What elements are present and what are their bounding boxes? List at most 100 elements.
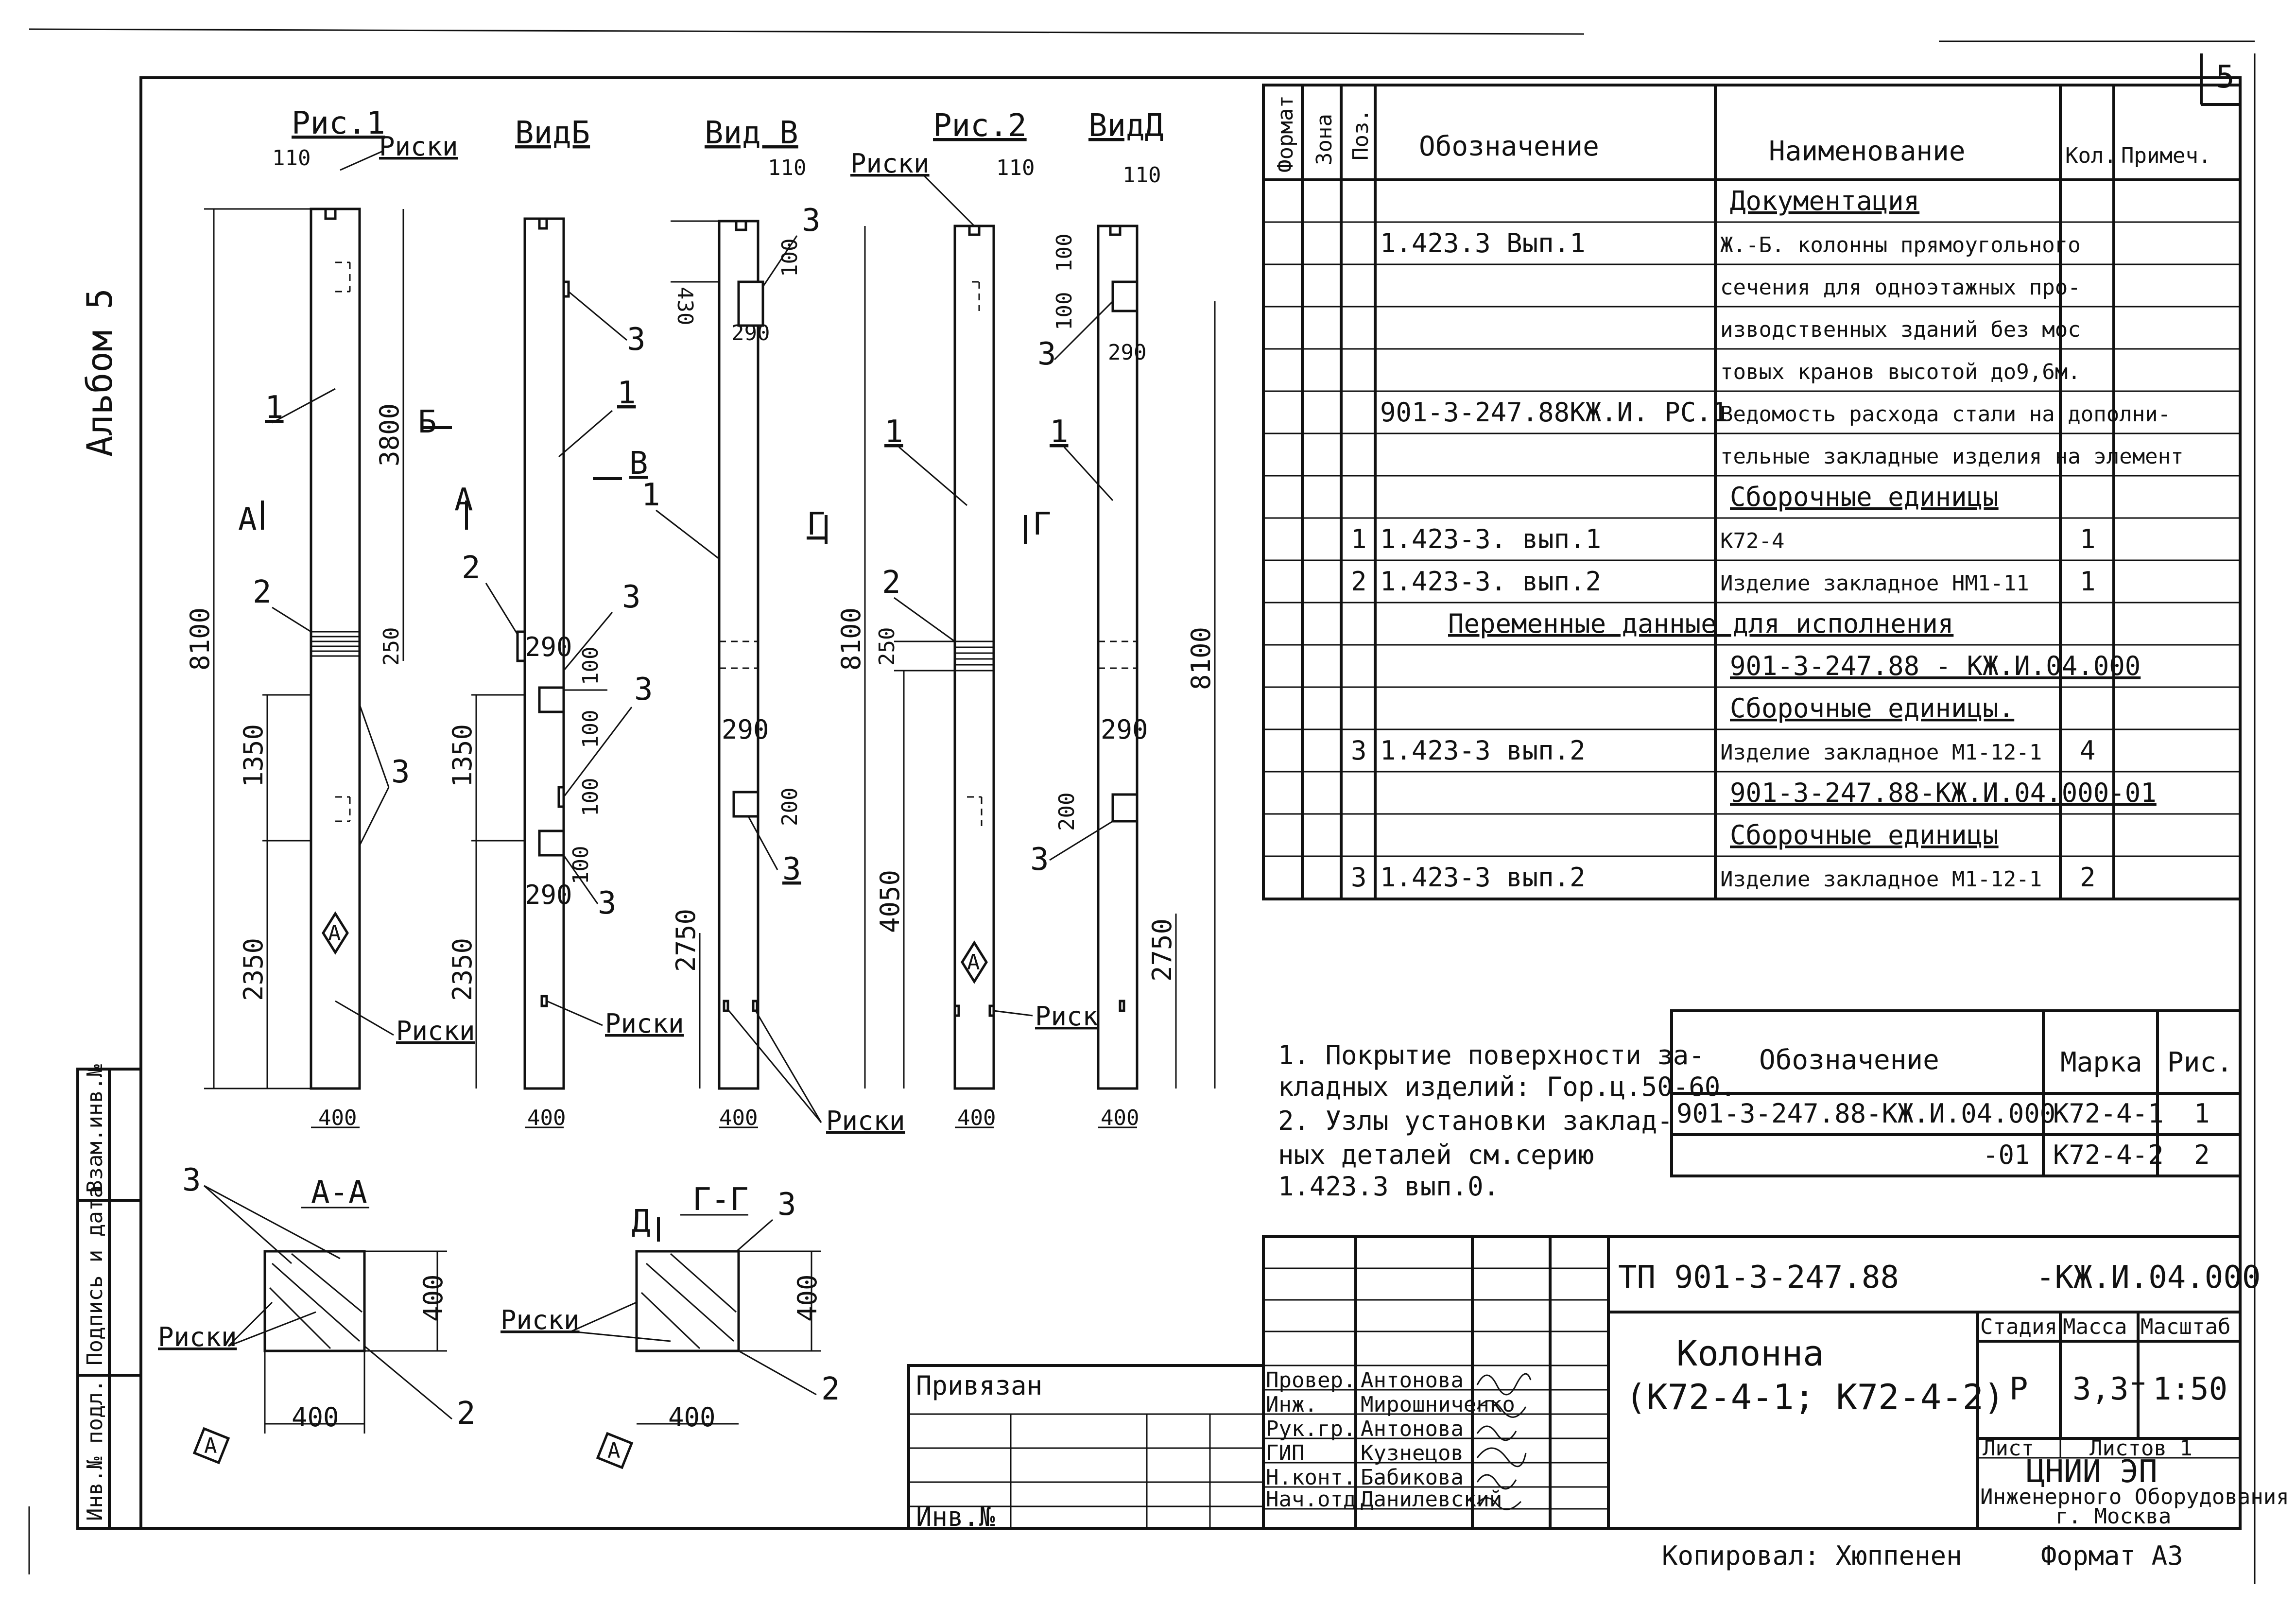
- svg-text:Риски: Риски: [826, 1106, 905, 1136]
- spec-designation: 1.423-3 вып.2: [1380, 862, 1586, 893]
- spec-name: 901-3-247.88 - КЖ.И.04.000: [1730, 651, 2141, 681]
- org-name: ЦНИИ ЭП: [2026, 1454, 2158, 1490]
- svg-text:Риски: Риски: [158, 1322, 237, 1352]
- spec-qty: 2: [2080, 862, 2096, 893]
- drawing-title: Колонна: [1676, 1333, 1824, 1374]
- svg-text:400: 400: [318, 1106, 357, 1130]
- note-line: кладных изделий: Гор.ц.50-60.: [1278, 1071, 1736, 1102]
- svg-text:290: 290: [525, 632, 572, 662]
- svg-text:250: 250: [875, 627, 899, 666]
- spec-name: товых кранов высотой до9,6м.: [1720, 360, 2081, 384]
- spec-qty: 1: [2080, 524, 2096, 554]
- spec-name: тельные закладные изделия на элемент: [1720, 444, 2184, 469]
- view-title-vidV: Вид В: [705, 115, 798, 151]
- svg-text:100: 100: [777, 239, 802, 277]
- view-title-fig1: Рис.1: [292, 105, 385, 141]
- person-name: Кузнецов: [1361, 1441, 1464, 1466]
- svg-text:А: А: [328, 921, 341, 946]
- marks-row-fig: 2: [2194, 1140, 2210, 1170]
- svg-text:400: 400: [418, 1274, 449, 1322]
- svg-text:Г: Г: [1033, 506, 1052, 542]
- spec-header-name: Наименование: [1769, 136, 1966, 167]
- svg-text:2: 2: [462, 550, 481, 586]
- person-name: Мирошниченко: [1361, 1392, 1515, 1417]
- spec-name: Сборочные единицы: [1730, 820, 1999, 850]
- marks-row-designation: -01: [1983, 1140, 2030, 1170]
- signature-marks: [1476, 1373, 1532, 1510]
- svg-text:8100: 8100: [836, 607, 866, 671]
- note-line: 1.423.3 вып.0.: [1278, 1171, 1499, 1202]
- spec-name: 901-3-247.88-КЖ.И.04.000-01: [1730, 778, 2157, 808]
- spec-name: изводственных зданий без мос: [1720, 317, 2081, 342]
- riski-label: Риски: [379, 131, 458, 162]
- svg-text:3: 3: [627, 322, 646, 358]
- svg-text:Риски: Риски: [501, 1305, 580, 1335]
- doc-code: ТП 901-3-247.88: [1618, 1260, 1899, 1296]
- svg-text:400: 400: [719, 1106, 758, 1130]
- role-label: Н.конт.: [1266, 1465, 1356, 1490]
- svg-text:3: 3: [782, 851, 801, 887]
- spec-header-designation: Обозначение: [1419, 131, 1599, 162]
- org-city: г. Москва: [2055, 1504, 2171, 1529]
- spec-pos: 2: [1351, 566, 1367, 597]
- mass-value: 3,3т: [2072, 1371, 2147, 1407]
- column-body: [310, 207, 361, 1090]
- spec-header-format: Формат: [1273, 95, 1298, 173]
- svg-text:290: 290: [1101, 714, 1148, 745]
- spec-name: Изделие закладное НМ1-11: [1720, 571, 2029, 596]
- section-title-GG: Г-Г: [692, 1182, 749, 1218]
- note-line: 1. Покрытие поверхности за-: [1278, 1040, 1705, 1071]
- view-fig2: Рис.2 Риски 110 1 2 250 8100 4050 А Риск…: [836, 108, 1114, 1130]
- svg-text:3: 3: [802, 203, 821, 239]
- marks-header-designation: Обозначение: [1759, 1044, 1939, 1076]
- stamp-inv-podl: Инв.№ подл.: [83, 1380, 107, 1521]
- marks-table: Обозначение Марка Рис. 901-3-247.88-КЖ.И…: [1670, 1009, 2242, 1177]
- svg-text:1: 1: [265, 390, 284, 426]
- svg-text:1: 1: [884, 414, 903, 450]
- spec-name: Ведомость расхода стали на дополни-: [1720, 402, 2171, 427]
- stamp-vzam: Взам.инв.№: [83, 1064, 107, 1193]
- svg-text:110: 110: [996, 156, 1035, 180]
- svg-text:3: 3: [777, 1187, 796, 1223]
- spec-name: Сборочные единицы.: [1730, 693, 2014, 724]
- svg-text:Риски: Риски: [850, 148, 930, 179]
- svg-text:200: 200: [777, 788, 802, 826]
- spec-designation: 901-3-247.88КЖ.И. РС.1: [1380, 397, 1727, 428]
- svg-text:110: 110: [272, 146, 311, 171]
- stage-value: Р: [2009, 1371, 2028, 1407]
- spec-pos: 3: [1351, 862, 1367, 893]
- spec-qty: 4: [2080, 735, 2096, 766]
- spec-name: Переменные данные для исполнения: [1448, 608, 1953, 639]
- svg-text:3800: 3800: [374, 403, 405, 467]
- svg-text:100: 100: [1052, 234, 1077, 272]
- spec-name: Изделие закладное М1-12-1: [1720, 867, 2042, 892]
- spec-name: Сборочные единицы: [1730, 482, 1999, 512]
- album-label: Альбом 5: [79, 288, 120, 457]
- svg-text:110: 110: [768, 156, 806, 180]
- svg-text:А: А: [454, 482, 473, 518]
- svg-text:400: 400: [957, 1106, 996, 1130]
- spec-name: Документация: [1730, 186, 1919, 216]
- section-GG: Г-Г Д 3 Риски 400 400 2 А: [501, 1182, 840, 1469]
- svg-text:1: 1: [1050, 414, 1069, 450]
- svg-text:А: А: [204, 1434, 217, 1458]
- doc-suffix: -КЖ.И.04.000: [2036, 1260, 2261, 1296]
- svg-text:4050: 4050: [875, 870, 905, 933]
- person-name: Данилевский: [1361, 1487, 1502, 1512]
- spec-designation: 1.423-3 вып.2: [1380, 735, 1586, 766]
- svg-text:А: А: [607, 1438, 621, 1463]
- view-vidD: ВидД 110 100 100 3 290 1 Г Г 8100 290 20…: [807, 108, 1216, 1130]
- svg-text:400: 400: [292, 1402, 339, 1433]
- copied-by: Копировал: Хюппенен: [1662, 1540, 1962, 1571]
- spec-name: Изделие закладное М1-12-1: [1720, 740, 2042, 765]
- spec-pos: 3: [1351, 735, 1367, 766]
- svg-text:1350: 1350: [238, 724, 269, 787]
- svg-text:400: 400: [792, 1274, 823, 1322]
- spec-pos: 1: [1351, 524, 1367, 554]
- svg-text:А: А: [967, 950, 980, 975]
- svg-text:2: 2: [457, 1396, 476, 1432]
- marks-row-mark: К72-4-1: [2053, 1098, 2164, 1129]
- svg-text:В: В: [629, 446, 648, 482]
